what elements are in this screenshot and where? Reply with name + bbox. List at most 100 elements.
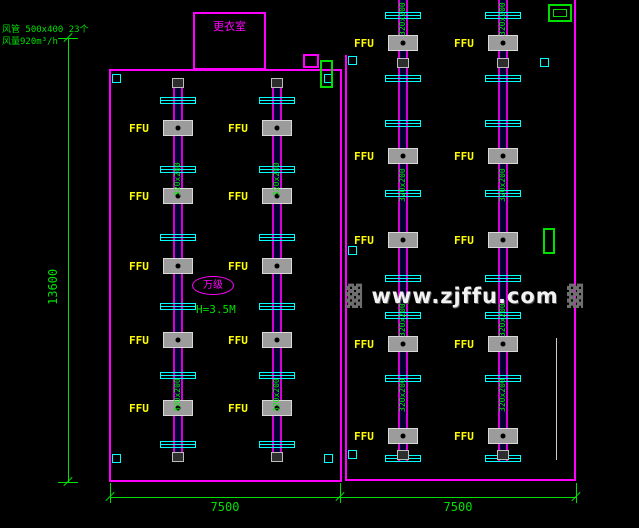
right-room-left-wall	[345, 55, 347, 481]
ffu-unit	[262, 120, 292, 136]
ffu-unit	[262, 188, 292, 204]
corner-fitting-icon	[348, 246, 357, 255]
ffu-label: FFU	[129, 402, 149, 415]
duct-size-label: 320x200	[498, 378, 507, 412]
ffu-label: FFU	[228, 122, 248, 135]
ffu-unit	[388, 35, 418, 51]
air-grille	[259, 97, 295, 104]
ffu-unit	[163, 120, 193, 136]
dimension-text-right-bay: 7500	[443, 500, 473, 514]
ffu-unit	[262, 400, 292, 416]
ffu-unit	[163, 258, 193, 274]
air-grille	[259, 372, 295, 379]
ffu-unit	[388, 428, 418, 444]
air-grille	[259, 234, 295, 241]
air-grille	[485, 75, 521, 82]
ffu-unit	[163, 188, 193, 204]
duct-size-label: 320x200	[498, 168, 507, 202]
ffu-label: FFU	[454, 430, 474, 443]
ceiling-height-label: H=3.5M	[196, 303, 236, 316]
duct-size-label: 320x200	[498, 2, 507, 36]
ffu-unit	[488, 428, 518, 444]
equipment-symbol	[548, 4, 572, 22]
duct-fitting	[397, 450, 409, 460]
equipment-symbol	[543, 228, 555, 254]
dimension-extension	[340, 483, 341, 503]
ffu-label: FFU	[228, 402, 248, 415]
reference-line	[556, 338, 557, 460]
dimension-line-vertical	[68, 38, 69, 482]
duct-column	[272, 88, 282, 462]
ffu-label: FFU	[129, 122, 149, 135]
air-grille	[385, 12, 421, 19]
dressing-room-outline	[193, 12, 266, 70]
ffu-label: FFU	[129, 190, 149, 203]
corner-fitting-icon	[112, 454, 121, 463]
duct-fitting	[497, 450, 509, 460]
equipment-symbol	[303, 54, 319, 68]
ffu-unit	[388, 148, 418, 164]
air-grille	[385, 75, 421, 82]
corner-fitting-icon	[324, 454, 333, 463]
left-room-outline	[109, 69, 342, 482]
air-grille	[160, 372, 196, 379]
ffu-label: FFU	[454, 150, 474, 163]
ffu-label: FFU	[129, 260, 149, 273]
ffu-unit	[163, 400, 193, 416]
ffu-label: FFU	[454, 338, 474, 351]
air-grille	[485, 312, 521, 319]
duct-fitting	[397, 58, 409, 68]
ffu-label: FFU	[354, 234, 374, 247]
corner-fitting-icon	[112, 74, 121, 83]
ffu-label: FFU	[354, 37, 374, 50]
corner-fitting-icon	[348, 450, 357, 459]
dressing-room-label: 更衣室	[213, 20, 246, 33]
dimension-extension	[110, 483, 111, 503]
duct-size-label: 320x200	[173, 162, 182, 196]
ffu-unit	[488, 148, 518, 164]
watermark-block-icon: ▓	[346, 284, 364, 308]
duct-fitting	[497, 58, 509, 68]
air-grille	[160, 303, 196, 310]
right-room-right-wall	[574, 0, 576, 481]
ffu-label: FFU	[228, 190, 248, 203]
ffu-label: FFU	[454, 37, 474, 50]
dimension-line-horizontal	[110, 497, 577, 498]
airflow-note: 风量920m³/h	[2, 37, 58, 47]
ffu-unit	[388, 232, 418, 248]
ffu-unit	[488, 336, 518, 352]
air-grille	[160, 97, 196, 104]
air-grille	[259, 166, 295, 173]
duct-spec-note: 风管 500x400 23个	[2, 25, 89, 35]
air-grille	[160, 234, 196, 241]
ffu-label: FFU	[228, 334, 248, 347]
equipment-symbol	[320, 60, 333, 88]
air-grille	[485, 120, 521, 127]
ffu-label: FFU	[354, 150, 374, 163]
ffu-label: FFU	[354, 430, 374, 443]
air-grille	[485, 375, 521, 382]
ffu-unit	[163, 332, 193, 348]
duct-size-label: 320x200	[272, 378, 281, 412]
equipment-symbol	[553, 9, 567, 17]
ffu-unit	[488, 35, 518, 51]
air-grille	[160, 441, 196, 448]
duct-fitting	[172, 78, 184, 88]
air-grille	[385, 275, 421, 282]
air-grille	[485, 275, 521, 282]
dimension-extension	[58, 38, 78, 39]
watermark-block-icon: ▓	[567, 284, 585, 308]
dimension-extension	[58, 482, 78, 483]
air-grille	[259, 303, 295, 310]
air-grille	[485, 190, 521, 197]
duct-size-label: 320x200	[398, 168, 407, 202]
duct-size-label: 320x200	[398, 378, 407, 412]
right-room-bottom-wall	[345, 479, 576, 481]
watermark: ▓ www.zjffu.com ▓	[346, 284, 583, 308]
air-grille	[485, 12, 521, 19]
duct-column	[173, 88, 183, 462]
ffu-unit	[262, 258, 292, 274]
dimension-text-left-bay: 7500	[210, 500, 240, 514]
watermark-text: www.zjffu.com	[371, 284, 559, 308]
